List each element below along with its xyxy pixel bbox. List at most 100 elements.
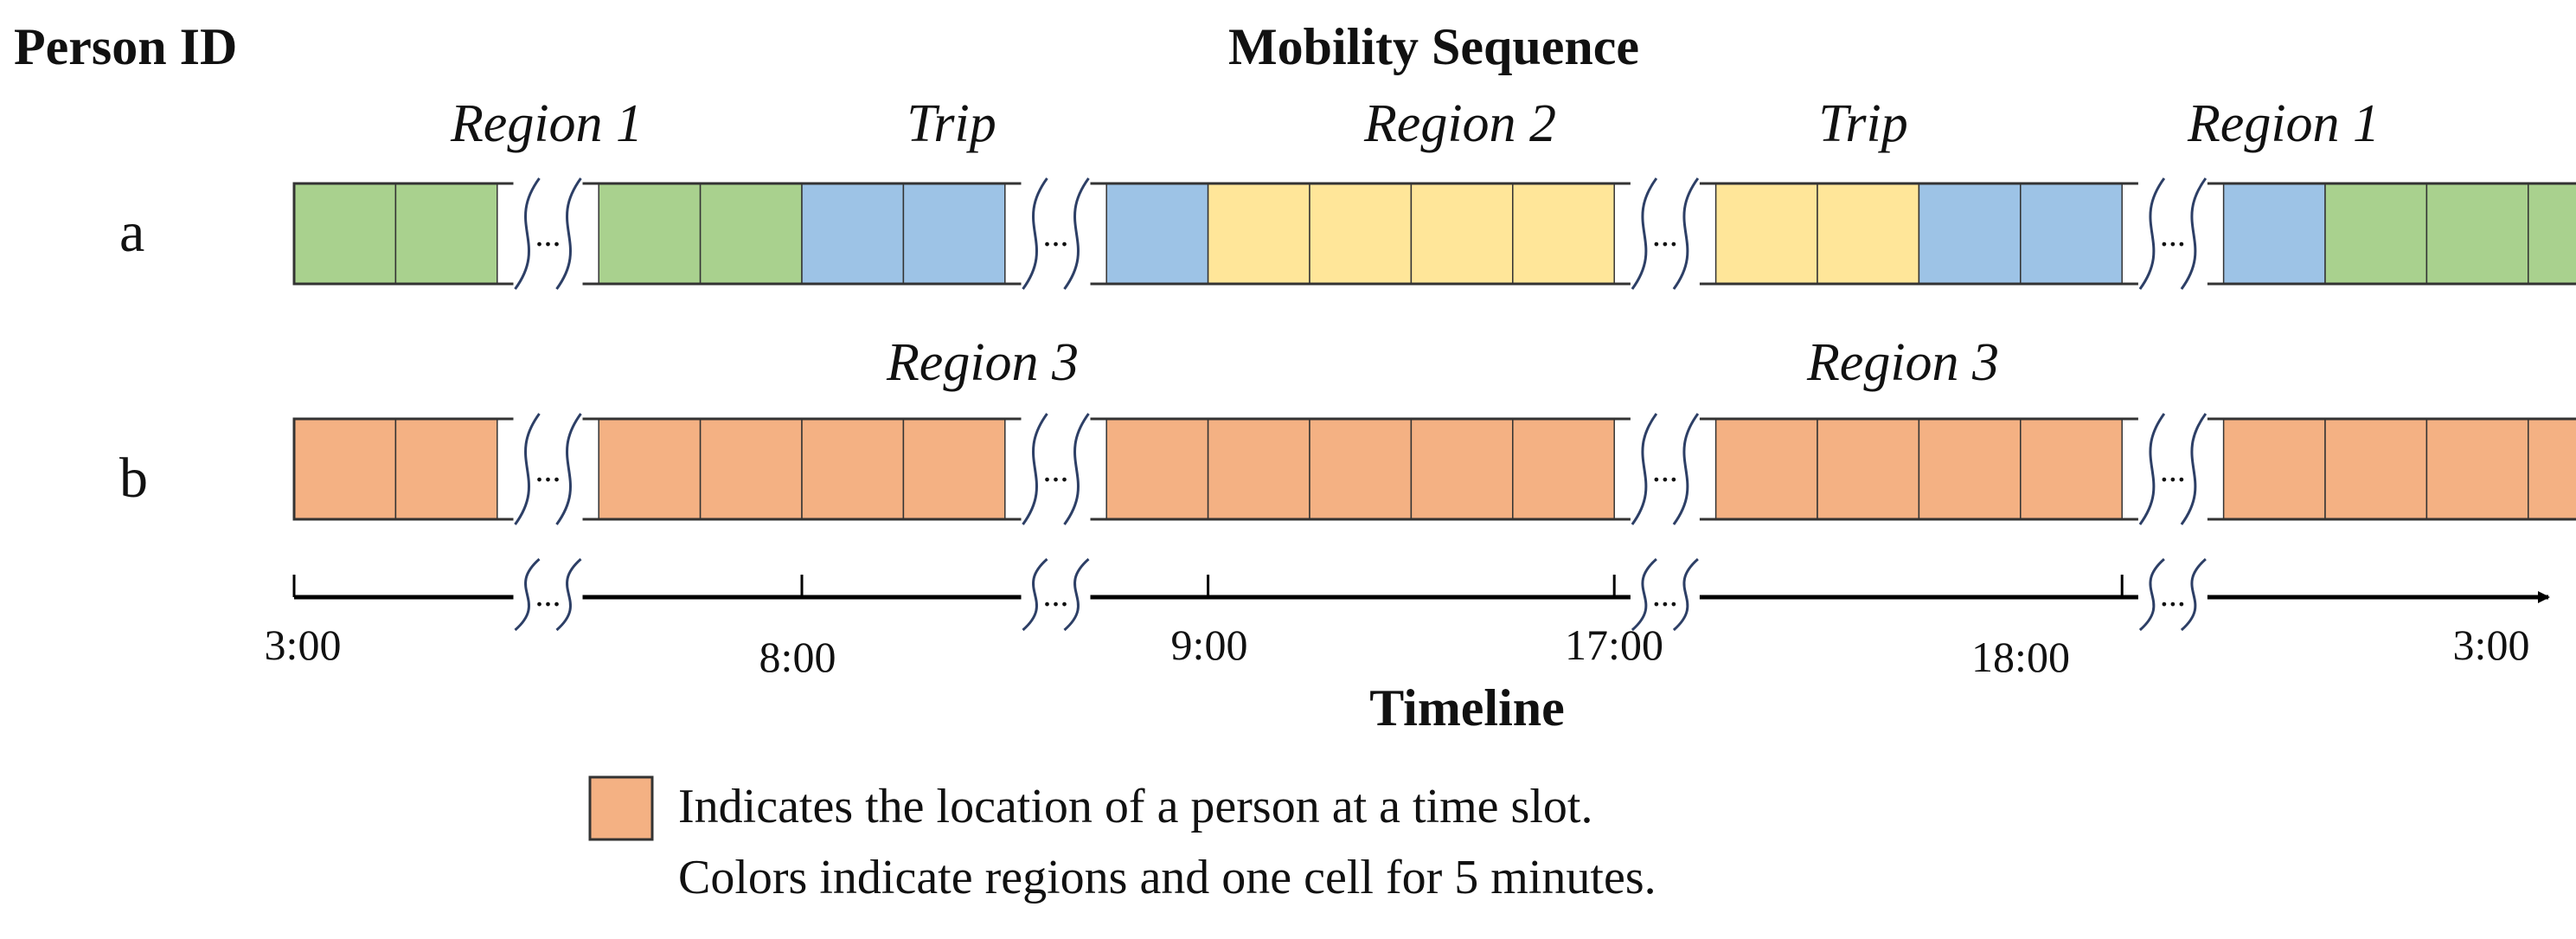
break-wave-left-timeline-0: [514, 557, 541, 632]
cell-a-1-region1: [394, 183, 498, 285]
tick-label-0800: 8:00: [759, 633, 836, 681]
break-ellipsis-a-3: ...: [2160, 215, 2186, 254]
cell-a-6-trip: [902, 183, 1006, 285]
break-wave-left-a-0: [514, 177, 541, 290]
break-wave-right-b-3: [2180, 413, 2208, 525]
break-ellipsis-b-3: ...: [2160, 450, 2186, 489]
cell-b-3-region3: [598, 418, 702, 520]
legend-swatch: [588, 775, 654, 841]
legend-line-1: Indicates the location of a person at a …: [678, 780, 1593, 833]
tick-label-1700: 17:00: [1565, 621, 1663, 669]
cell-a-14-region2: [1714, 183, 1818, 285]
break-ellipsis-a-2: ...: [1652, 215, 1678, 254]
mobility-sequence-header: Mobility Sequence: [1228, 18, 1639, 75]
break-ellipsis-b-1: ...: [1043, 450, 1069, 489]
row-outline-a: [292, 182, 2576, 286]
person-id-header: Person ID: [14, 18, 238, 75]
break-wave-right-b-2: [1672, 413, 1700, 525]
segment-label-a-trip: Trip: [907, 94, 996, 153]
break-ellipsis-a-0: ...: [535, 215, 561, 254]
break-ellipsis-timeline-1: ...: [1043, 575, 1069, 614]
break-wave-right-timeline-2: [1672, 557, 1699, 632]
legend-line-2: Colors indicate regions and one cell for…: [678, 851, 1656, 904]
tick-label-0300: 3:00: [264, 621, 342, 669]
cell-a-12-region2: [1512, 183, 1615, 285]
cell-a-16-trip: [1918, 183, 2022, 285]
cell-b-20-region3: [2324, 418, 2428, 520]
cell-b-16-region3: [1918, 418, 2022, 520]
cell-b-15-region3: [1817, 418, 1920, 520]
cell-a-11-region2: [1410, 183, 1514, 285]
break-wave-left-a-3: [2138, 177, 2166, 290]
break-wave-left-a-1: [1022, 177, 1048, 290]
break-wave-right-b-1: [1063, 413, 1090, 525]
cell-b-17-region3: [2020, 418, 2123, 520]
segment-label-a-region1-return: Region 1: [2187, 94, 2381, 153]
cell-a-4-region1: [699, 183, 803, 285]
segment-label-a-region2: Region 2: [1363, 94, 1557, 153]
break-wave-right-a-2: [1672, 177, 1700, 290]
cell-a-8-trip: [1105, 183, 1209, 285]
segment-label-a-region1: Region 1: [450, 94, 644, 153]
segment-label-b-region3: Region 3: [886, 333, 1080, 392]
cell-a-3-region1: [598, 183, 702, 285]
segment-label-a-trip-return: Trip: [1818, 94, 1908, 153]
tick-label-0300-end: 3:00: [2452, 621, 2530, 669]
break-ellipsis-a-1: ...: [1043, 215, 1069, 254]
break-wave-right-a-3: [2180, 177, 2208, 290]
break-wave-left-b-2: [1631, 413, 1658, 525]
break-ellipsis-timeline-3: ...: [2160, 575, 2186, 614]
cell-b-4-region3: [699, 418, 803, 520]
person-id-b: b: [119, 447, 148, 510]
break-ellipsis-b-0: ...: [535, 450, 561, 489]
break-ellipsis-b-2: ...: [1652, 450, 1678, 489]
cell-a-15-region2: [1817, 183, 1920, 285]
cell-b-19-region3: [2222, 418, 2326, 520]
cell-b-21-region3: [2425, 418, 2529, 520]
cell-b-10-region3: [1309, 418, 1413, 520]
cell-b-11-region3: [1410, 418, 1514, 520]
tick-label-1800: 18:00: [1971, 633, 2070, 681]
break-wave-right-timeline-0: [555, 557, 582, 632]
tick-label-0900: 9:00: [1170, 621, 1248, 669]
cell-b-9-region3: [1207, 418, 1310, 520]
cell-b-22-region3: [2528, 418, 2576, 520]
cell-b-14-region3: [1714, 418, 1818, 520]
cell-b-6-region3: [902, 418, 1006, 520]
cell-b-1-region3: [394, 418, 498, 520]
break-wave-right-timeline-3: [2180, 557, 2207, 632]
cell-a-10-region2: [1309, 183, 1413, 285]
break-wave-right-a-1: [1063, 177, 1090, 290]
break-wave-left-b-1: [1022, 413, 1048, 525]
break-wave-left-timeline-2: [1631, 557, 1657, 632]
cell-a-5-trip: [801, 183, 905, 285]
cell-b-5-region3: [801, 418, 905, 520]
cell-a-22-region1: [2528, 183, 2576, 285]
break-wave-right-timeline-1: [1063, 557, 1090, 632]
break-ellipsis-timeline-0: ...: [535, 575, 561, 614]
cell-a-20-region1: [2324, 183, 2428, 285]
cell-a-21-region1: [2425, 183, 2529, 285]
timeline-axis: ...............: [292, 557, 2550, 632]
break-wave-right-a-0: [555, 177, 582, 290]
segment-label-b-region3-later: Region 3: [1806, 333, 2000, 392]
break-wave-left-timeline-1: [1022, 557, 1048, 632]
sequence-row-a: ...............: [292, 177, 2576, 291]
cell-b-8-region3: [1105, 418, 1209, 520]
cell-b-12-region3: [1512, 418, 1615, 520]
break-wave-left-b-0: [514, 413, 541, 525]
cell-a-9-region2: [1207, 183, 1310, 285]
break-wave-left-timeline-3: [2138, 557, 2165, 632]
break-wave-right-b-0: [555, 413, 582, 525]
break-ellipsis-timeline-2: ...: [1652, 575, 1678, 614]
person-id-a: a: [119, 201, 145, 264]
sequence-row-b: ...............: [292, 412, 2576, 526]
break-wave-left-b-3: [2138, 413, 2166, 525]
row-outline-b: [292, 417, 2576, 521]
cell-b-0-region3: [293, 418, 397, 520]
cell-a-0-region1: [293, 183, 397, 285]
break-wave-left-a-2: [1631, 177, 1658, 290]
cell-a-19-trip: [2222, 183, 2326, 285]
timeline-title: Timeline: [1369, 679, 1565, 736]
